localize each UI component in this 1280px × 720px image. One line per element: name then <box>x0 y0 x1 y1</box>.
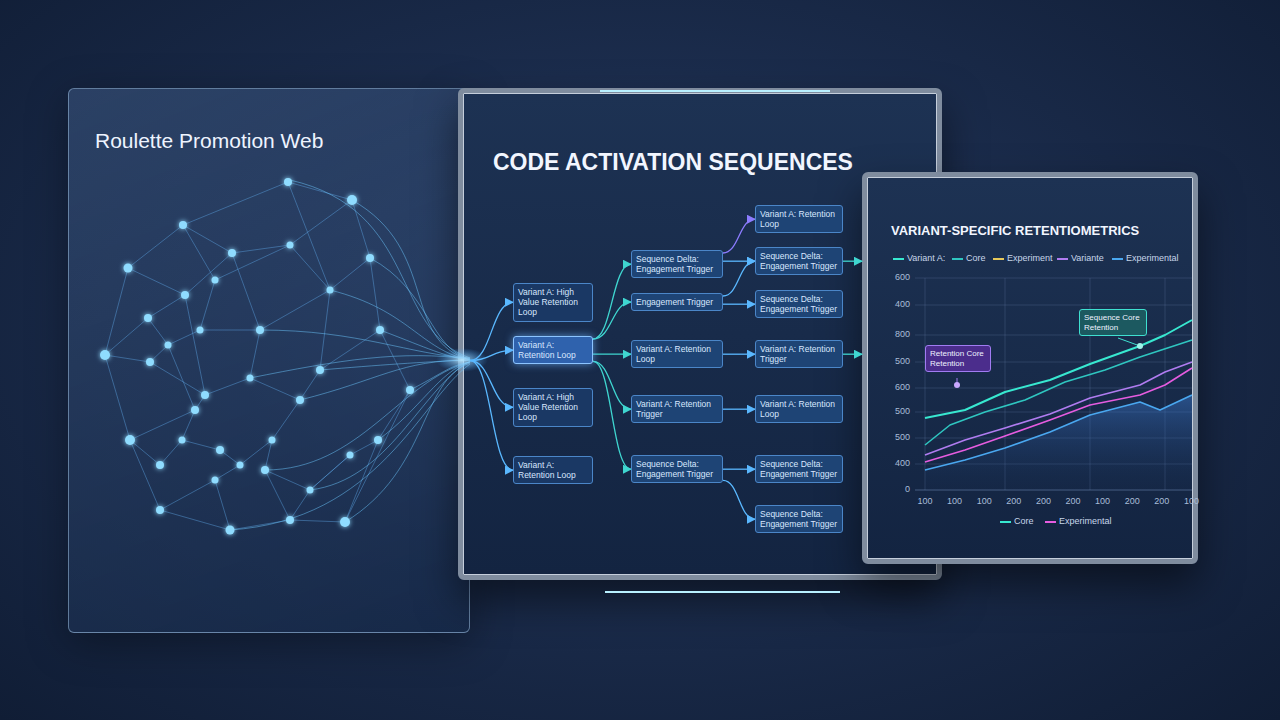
glass-panel: Roulette Promotion Web <box>68 88 470 633</box>
sequence-step: Variant A: High Value Retention Loop <box>513 388 593 427</box>
step-label: Sequence Delta: Engagement Trigger <box>760 251 838 271</box>
panel-glow-part <box>605 591 840 593</box>
step-label: Variant A: Retention Loop <box>636 344 718 364</box>
step-label: Variant A: Retention Loop <box>760 209 838 229</box>
step-label: Variant A: Retention Loop <box>518 460 588 480</box>
sequence-step: Sequence Delta: Engagement Trigger <box>755 505 843 533</box>
sequence-step: Variant A: Retention Loop <box>631 340 723 368</box>
step-label: Variant A: High Value Retention Loop <box>518 392 588 423</box>
step-label: Variant A: Retention Loop <box>518 340 588 360</box>
panel-heading: CODE ACTIVATION SEQUENCES <box>493 149 907 176</box>
sequence-step: Variant A: Retention Loop <box>513 336 593 364</box>
sequence-step: Sequence Delta: Engagement Trigger <box>755 290 843 318</box>
sequence-step: Variant A: Retention Loop <box>755 395 843 423</box>
step-label: Variant A: High Value Retention Loop <box>518 287 588 318</box>
callout-label: Sequence Core Retention <box>1084 313 1142 332</box>
step-label: Variant A: Retention Trigger <box>760 344 838 364</box>
step-label: Sequence Delta: Engagement Trigger <box>636 459 718 479</box>
panel-glow-part <box>605 590 840 595</box>
sequence-step: Variant A: Retention Loop <box>755 205 843 233</box>
sequence-step: Sequence Delta: Engagement Trigger <box>755 247 843 275</box>
sequence-step: Variant A: Retention Loop <box>513 456 593 484</box>
step-label: Sequence Delta: Engagement Trigger <box>760 459 838 479</box>
glass-panel: VARIANT-SPECIFIC RETENTIOMETRICS Retentio… <box>862 172 1198 564</box>
sequence-step: Engagement Trigger <box>631 293 723 311</box>
step-label: Variant A: Retention Trigger <box>636 399 718 419</box>
step-label: Sequence Delta: Engagement Trigger <box>760 294 838 314</box>
chart-callout: Retention Core Retention <box>925 345 991 372</box>
chart-callout: Sequence Core Retention <box>1079 309 1147 336</box>
step-label: Engagement Trigger <box>636 297 718 307</box>
sequence-step: Sequence Delta: Engagement Trigger <box>631 250 723 278</box>
callout-label: Retention Core Retention <box>930 349 986 368</box>
panel-heading: Roulette Promotion Web <box>95 129 443 153</box>
panel-heading: VARIANT-SPECIFIC RETENTIOMETRICS <box>891 223 1169 238</box>
sequence-step: Variant A: Retention Trigger <box>631 395 723 423</box>
step-label: Sequence Delta: Engagement Trigger <box>760 509 838 529</box>
sequence-step: Sequence Delta: Engagement Trigger <box>631 455 723 483</box>
step-label: Sequence Delta: Engagement Trigger <box>636 254 718 274</box>
sequence-step: Variant A: High Value Retention Loop <box>513 283 593 322</box>
sequence-step: Variant A: Retention Trigger <box>755 340 843 368</box>
sequence-step: Sequence Delta: Engagement Trigger <box>755 455 843 483</box>
step-label: Variant A: Retention Loop <box>760 399 838 419</box>
